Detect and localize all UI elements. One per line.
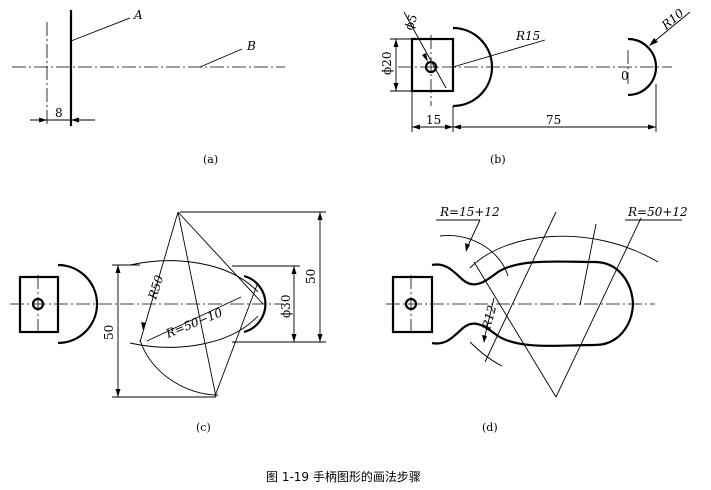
panel-d-r15p12-arrow [465, 243, 470, 252]
panel-c-r50-arc-bottom [129, 315, 259, 348]
panel-d-square [391, 275, 434, 334]
panel-b: ϕ5 R15 R10 0 ϕ20 15 75 (b) [380, 6, 691, 166]
panel-a-leader-b [199, 48, 243, 68]
panel-c-caption: (c) [196, 421, 211, 434]
panel-d-r50p12-arc-bottom [469, 341, 503, 367]
panel-b-phi5: ϕ5 [402, 12, 421, 32]
panel-d-hole [404, 297, 418, 311]
panel-b-caption: (b) [490, 153, 506, 166]
panel-b-dim-75: 75 [546, 113, 561, 127]
panel-b-arrow-15-right [445, 124, 453, 130]
panel-b-arrow-75-left [453, 124, 461, 130]
panel-a-label-b: B [246, 39, 256, 53]
panel-b-phi5-arrow [422, 53, 428, 62]
panel-d-r12: R12 [479, 304, 499, 332]
panel-b-r15-arc [452, 26, 494, 108]
panel-d-r12-leader [483, 297, 495, 341]
panel-a-leader-a [70, 17, 131, 42]
panel-b-r15-leader [452, 39, 546, 68]
panel-b-arrow-15-left [412, 124, 420, 130]
panel-c-construct-3 [177, 211, 217, 398]
panel-c-square [18, 275, 60, 334]
panel-b-dim-15: 15 [426, 113, 441, 127]
panel-a-caption: (a) [203, 153, 218, 166]
panel-c-r50-arc [129, 260, 259, 293]
panel-b-origin: 0 [621, 69, 629, 83]
panel-c-construct-5 [214, 284, 258, 397]
panel-c-dim50l-arrow-bottom [115, 389, 121, 397]
panel-c-phi30: ϕ30 [279, 295, 293, 318]
panel-d: R=15+12 R=50+12 R12 (d) [386, 205, 688, 434]
panel-b-hole [424, 60, 438, 74]
panel-d-construct-2 [473, 261, 557, 398]
panel-c-dim50r-arrow-top [317, 212, 323, 220]
panel-b-r10: R10 [658, 6, 687, 33]
panel-c-construct-2 [177, 211, 264, 305]
panel-b-r15: R15 [515, 29, 540, 43]
panel-d-caption: (d) [482, 421, 498, 434]
panel-b-phi5-leader [403, 11, 447, 89]
panel-a: A B 8 (a) [12, 8, 285, 166]
panel-d-r15p12-arc [439, 234, 509, 277]
panel-b-square [410, 37, 455, 93]
panel-c-r50m10: R=50−10 [163, 305, 225, 341]
panel-c-construct-4 [146, 296, 242, 342]
panel-c-phi30-arrow-top [291, 266, 297, 274]
panel-a-dim-8: 8 [55, 106, 63, 120]
panel-c-dim-50-right: 50 [304, 269, 318, 284]
panel-d-construct-1 [484, 211, 557, 363]
panel-c: R50 R=50−10 ϕ30 50 50 (c) [10, 211, 326, 434]
panel-d-r15p12: R=15+12 [439, 205, 500, 219]
panel-a-arrow-right [71, 117, 79, 123]
panel-b-r10-arrow [649, 38, 658, 46]
panel-b-r10-leader [649, 11, 691, 46]
panel-d-r12-arrow [482, 335, 487, 343]
panel-c-dim-50-left: 50 [102, 325, 116, 340]
panel-d-r50p12: R=50+12 [627, 205, 688, 219]
panel-c-r50-arrow [141, 322, 146, 330]
panel-c-r50: R50 [145, 273, 166, 302]
panel-d-handle-outline [431, 260, 635, 347]
panel-c-dim50r-arrow-bottom [317, 334, 323, 342]
panel-d-construct-3 [555, 217, 642, 398]
panel-c-hole [31, 297, 45, 311]
panel-c-r10-arc [243, 274, 267, 334]
panel-a-label-a: A [133, 8, 143, 22]
panel-b-phi20: ϕ20 [380, 52, 394, 75]
panel-b-r10-arc [627, 37, 658, 97]
panel-c-construct-1 [139, 211, 179, 343]
panel-c-r15-arc [57, 263, 99, 345]
panel-b-arrow-75-right [648, 124, 656, 130]
panel-b-phi20-arrow-top [393, 39, 399, 47]
panel-b-phi20-arrow-bottom [393, 83, 399, 91]
panel-c-r40-arc [139, 339, 219, 396]
panel-c-phi30-arrow-bottom [291, 334, 297, 342]
panel-d-r50p12-arc [469, 235, 659, 269]
panel-d-construct-4 [579, 223, 597, 306]
figure-title: 图 1-19 手柄图形的画法步骤 [266, 469, 421, 484]
panel-c-dim50l-arrow-top [115, 265, 121, 273]
panel-a-arrow-left [39, 117, 47, 123]
